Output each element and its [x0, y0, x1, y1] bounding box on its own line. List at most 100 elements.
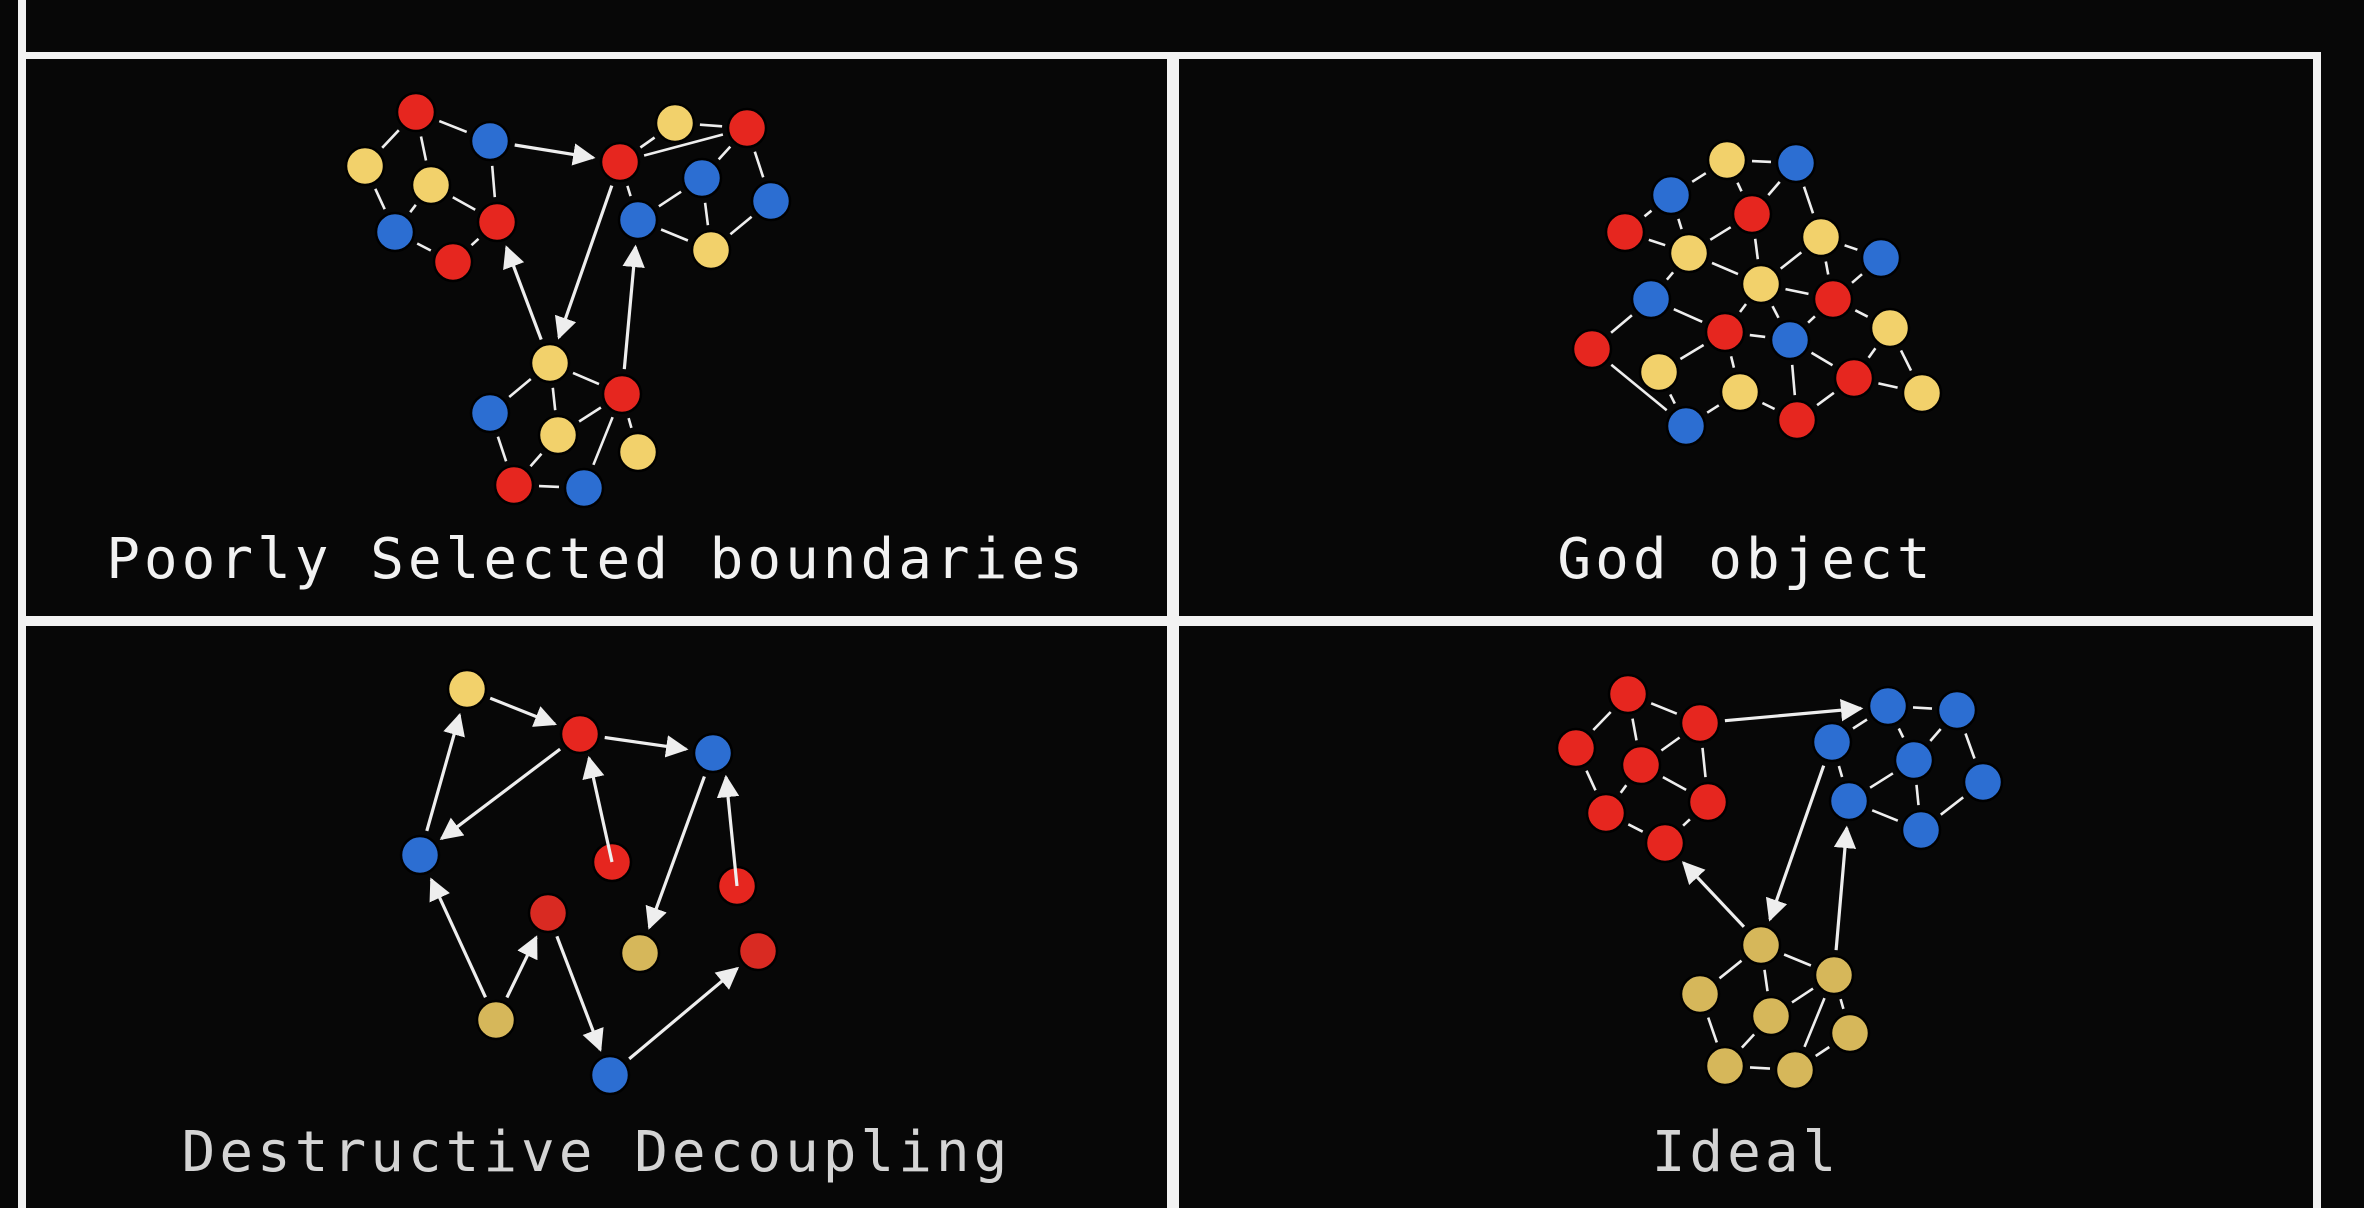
yellow-node: [1901, 372, 1943, 414]
red-node: [432, 241, 474, 283]
edge-line: [703, 202, 710, 226]
edge-line: [1660, 736, 1681, 752]
red-node: [1571, 328, 1613, 370]
edge-line: [419, 136, 428, 161]
yellow-node: [1638, 351, 1680, 393]
edge-line: [381, 129, 400, 149]
red-node: [476, 201, 518, 243]
red-node: [1644, 822, 1686, 864]
edge-line: [1899, 349, 1913, 372]
edge-line: [1701, 747, 1707, 778]
edge-line: [699, 123, 723, 128]
edge-line: [1691, 172, 1707, 183]
edge-line: [1610, 314, 1633, 334]
edge-arrow: [1833, 825, 1857, 951]
frame-left-edge: [18, 0, 26, 1208]
blue-node: [1900, 809, 1942, 851]
panel-poorly-selected-boundaries: Poorly Selected boundaries: [26, 59, 1167, 616]
blue-node: [1769, 319, 1811, 361]
edge-line: [717, 145, 732, 161]
edge-line: [1824, 261, 1830, 275]
edge-arrow: [514, 143, 596, 166]
yellow-node: [1869, 307, 1911, 349]
caption-ideal: Ideal: [1651, 1120, 1841, 1185]
frame-vertical-divider: [1167, 52, 1179, 1208]
graph-poorly-selected-boundaries: [344, 91, 792, 509]
yellow-node: [690, 229, 732, 271]
edge-arrow: [1765, 765, 1826, 922]
yellow-node: [1668, 232, 1710, 274]
yellow-node: [1706, 139, 1748, 181]
edge-line: [1803, 997, 1826, 1048]
yellow-node: [1679, 973, 1721, 1015]
edge-line: [1662, 775, 1687, 792]
yellow-node: [1704, 1045, 1746, 1087]
blue-node: [589, 1054, 631, 1096]
edge-arrow: [489, 696, 557, 727]
edge-arrow: [716, 774, 740, 887]
edge-line: [753, 151, 765, 178]
edge-line: [1767, 181, 1781, 196]
red-node: [1704, 311, 1746, 353]
edge-arrow: [645, 775, 706, 930]
edge-line: [1771, 305, 1780, 319]
edge-line: [1785, 287, 1809, 296]
red-node: [559, 713, 601, 755]
edge-line: [1749, 1066, 1771, 1070]
edge-line: [1709, 226, 1732, 241]
edge-line: [496, 436, 508, 462]
yellow-node: [654, 102, 696, 144]
edge-line: [1783, 953, 1812, 967]
edge-line: [1807, 315, 1816, 324]
yellow-node: [537, 414, 579, 456]
red-node: [527, 892, 569, 934]
edge-line: [452, 196, 476, 211]
blue-node: [1630, 278, 1672, 320]
blue-node: [617, 199, 659, 241]
blue-node: [469, 120, 511, 162]
edge-line: [438, 119, 468, 134]
red-node: [1776, 399, 1818, 441]
yellow-node: [1750, 995, 1792, 1037]
red-node: [1555, 727, 1597, 769]
edge-line: [1761, 401, 1776, 411]
blue-node: [1893, 739, 1935, 781]
caption-destructive-decoupling: Destructive Decoupling: [181, 1120, 1012, 1185]
edge-line: [551, 387, 557, 411]
edge-line: [1711, 261, 1739, 276]
edge-line: [1869, 772, 1894, 789]
edge-line: [1852, 718, 1868, 730]
edge-arrow: [425, 712, 465, 832]
edge-line: [1878, 382, 1898, 389]
caption-poorly-selected-boundaries: Poorly Selected boundaries: [106, 527, 1087, 592]
blue-node: [681, 157, 723, 199]
edge-line: [1619, 784, 1628, 794]
yellow-node: [617, 431, 659, 473]
red-node: [737, 930, 779, 972]
edge-line: [1682, 818, 1691, 827]
edge-line: [1851, 273, 1863, 284]
yellow-node: [1800, 216, 1842, 258]
edge-line: [1736, 182, 1743, 192]
edge-line: [1802, 186, 1815, 214]
graph-god-object: [1571, 139, 1943, 447]
blue-node: [1650, 174, 1692, 216]
blue-node: [1867, 685, 1909, 727]
edge-line: [1610, 363, 1668, 412]
yellow-node: [619, 932, 661, 974]
edge-line: [1779, 251, 1803, 270]
edge-line: [1738, 303, 1748, 313]
edge-line: [1897, 727, 1905, 739]
blue-node: [1860, 237, 1902, 279]
edge-line: [1673, 308, 1703, 323]
edge-line: [1751, 159, 1772, 164]
edge-line: [1740, 1033, 1756, 1049]
edge-line: [1643, 209, 1653, 218]
edge-line: [626, 185, 632, 197]
blue-node: [1775, 142, 1817, 184]
edge-line: [1912, 706, 1933, 710]
yellow-node: [1719, 371, 1761, 413]
edge-line: [1706, 404, 1720, 414]
edge-line: [1627, 823, 1644, 833]
red-node: [1687, 781, 1729, 823]
